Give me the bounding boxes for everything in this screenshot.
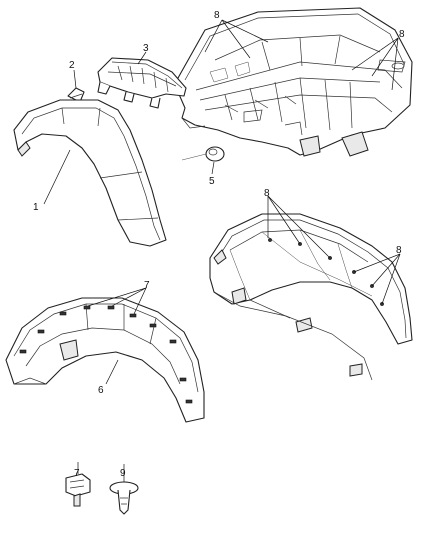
callout-6: 6 xyxy=(98,385,104,396)
leader-lines xyxy=(43,19,401,482)
bracket-part xyxy=(97,57,187,109)
callout-7-liner: 7 xyxy=(144,280,150,291)
push-in-retainer-part xyxy=(109,481,139,515)
callout-labels: 8 8 3 2 1 5 8 8 7 6 7 9 xyxy=(33,10,405,479)
callout-9: 9 xyxy=(120,468,126,479)
callout-7-bottom: 7 xyxy=(74,468,80,479)
front-bumper-assembly xyxy=(177,7,413,157)
callout-8-top-right: 8 xyxy=(399,29,405,40)
callout-2: 2 xyxy=(69,60,75,71)
callout-5: 5 xyxy=(209,176,215,187)
callout-8-mid-top: 8 xyxy=(264,188,270,199)
wheelhouse-liner-part xyxy=(5,297,205,423)
fender-flare-part xyxy=(13,99,167,247)
callout-3: 3 xyxy=(143,43,149,54)
rear-fender-flare-assembly xyxy=(209,213,413,381)
callout-8-mid-right: 8 xyxy=(396,245,402,256)
callout-1: 1 xyxy=(33,202,39,213)
callout-8-top-left: 8 xyxy=(214,10,220,21)
grommet-part xyxy=(181,146,225,162)
fastener-detail-part xyxy=(65,473,91,507)
